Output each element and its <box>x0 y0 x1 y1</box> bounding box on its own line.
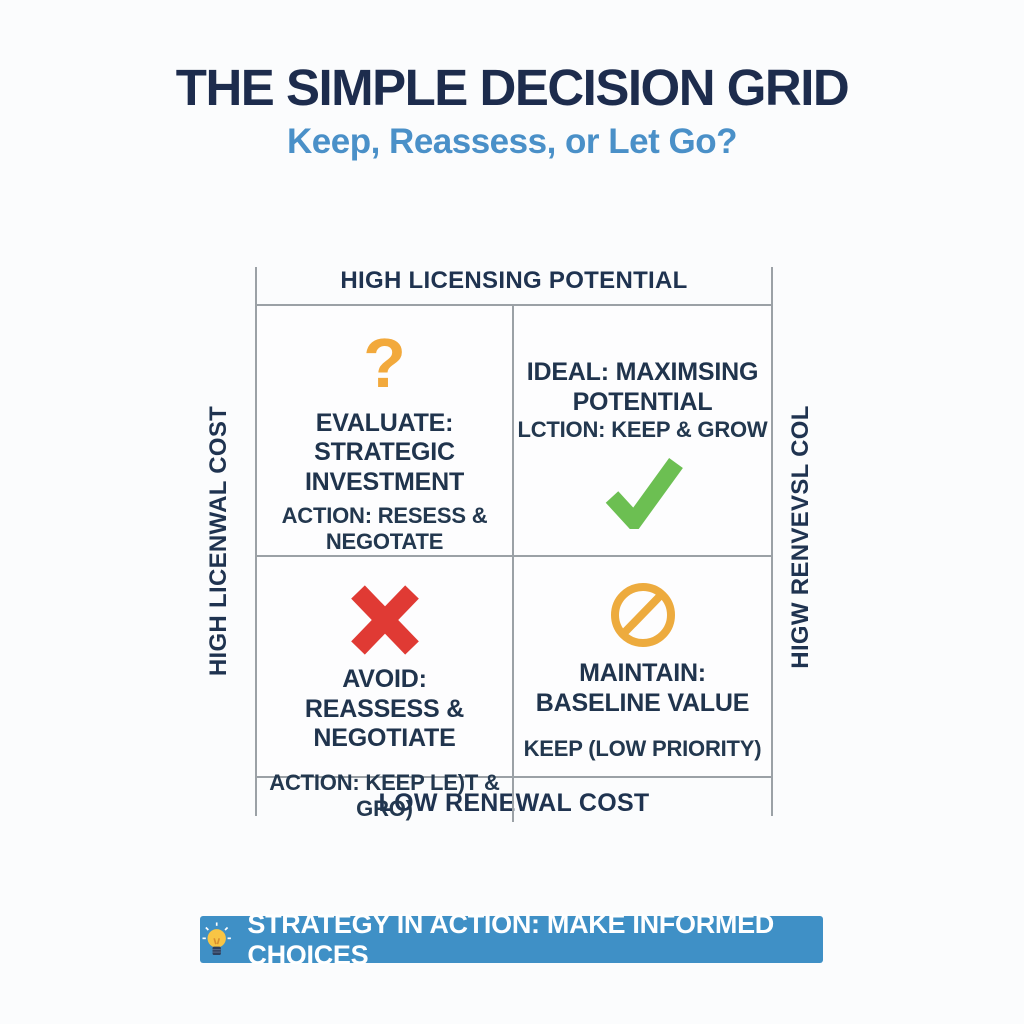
grid-tick-top-left <box>255 267 257 305</box>
quadrant-heading-line2: STRATEGIC INVESTMENT <box>304 438 465 496</box>
quadrant-heading: AVOID: REASSESS & NEGOTIATE <box>257 665 512 754</box>
quadrant-heading: EVALUATE: STRATEGIC INVESTMENT <box>257 409 512 498</box>
quadrant-heading-line1: MAINTAIN: <box>579 659 706 687</box>
quadrant-ideal: IDEAL: MAXIMSING POTENTIAL LCTION: KEEP … <box>514 306 771 557</box>
grid-tick-bottom-right <box>771 778 773 816</box>
quadrant-heading-line1: AVOID: <box>342 665 427 693</box>
strategy-banner: STRATEGY IN ACTION: MAKE INFORMED CHOICE… <box>200 909 823 970</box>
quadrant-heading-line2: POTENTIAL <box>572 387 713 416</box>
page-title: THE SIMPLE DECISION GRID <box>175 59 850 116</box>
quadrant-action: KEEP (LOW PRIORITY) <box>523 736 762 761</box>
quadrant-evaluate: ? EVALUATE: STRATEGIC INVESTMENT ACTION:… <box>257 306 514 557</box>
axis-label-left: HIGH LICENWAL COST <box>205 405 232 677</box>
quadrant-action: ACTION: RESESS & NEGOTATE <box>281 503 488 554</box>
lightbulb-icon <box>202 921 231 955</box>
x-icon <box>350 585 419 655</box>
banner-text: STRATEGY IN ACTION: MAKE INFORMED CHOICE… <box>247 908 774 970</box>
question-mark-icon: ? <box>363 324 406 402</box>
quadrant-avoid: AVOID: REASSESS & NEGOTIATE ACTION: KEEP… <box>257 557 514 822</box>
axis-label-right: HIGW RENVEVSL COL <box>787 405 814 669</box>
quadrant-action: LCTION: KEEP & GROW <box>517 417 768 442</box>
quadrant-maintain: MAINTAIN: BASELINE VALUE KEEP (LOW PRIOR… <box>514 557 771 822</box>
page-subtitle: Keep, Reassess, or Let Go? <box>287 122 737 161</box>
quadrant-heading-line2: REASSESS & NEGOTIATE <box>304 694 465 753</box>
quadrant-action: ACTION: KEEP LE)T & GRO) <box>269 769 500 821</box>
no-symbol-icon <box>610 583 675 647</box>
check-icon <box>605 458 683 529</box>
grid-tick-bottom-left <box>255 778 257 816</box>
grid-tick-top-right <box>771 267 773 305</box>
quadrant-heading-line1: EVALUATE: <box>315 408 454 437</box>
axis-label-top: HIGH LICENSING POTENTIAL <box>340 267 688 294</box>
quadrant-heading-line2: BASELINE VALUE <box>535 688 750 717</box>
quadrant-heading-line1: IDEAL: MAXIMSING <box>526 358 759 386</box>
decision-grid: ? EVALUATE: STRATEGIC INVESTMENT ACTION:… <box>255 304 773 822</box>
quadrant-heading: IDEAL: MAXIMSING POTENTIAL <box>527 358 759 417</box>
quadrant-heading: MAINTAIN: BASELINE VALUE <box>535 659 750 718</box>
